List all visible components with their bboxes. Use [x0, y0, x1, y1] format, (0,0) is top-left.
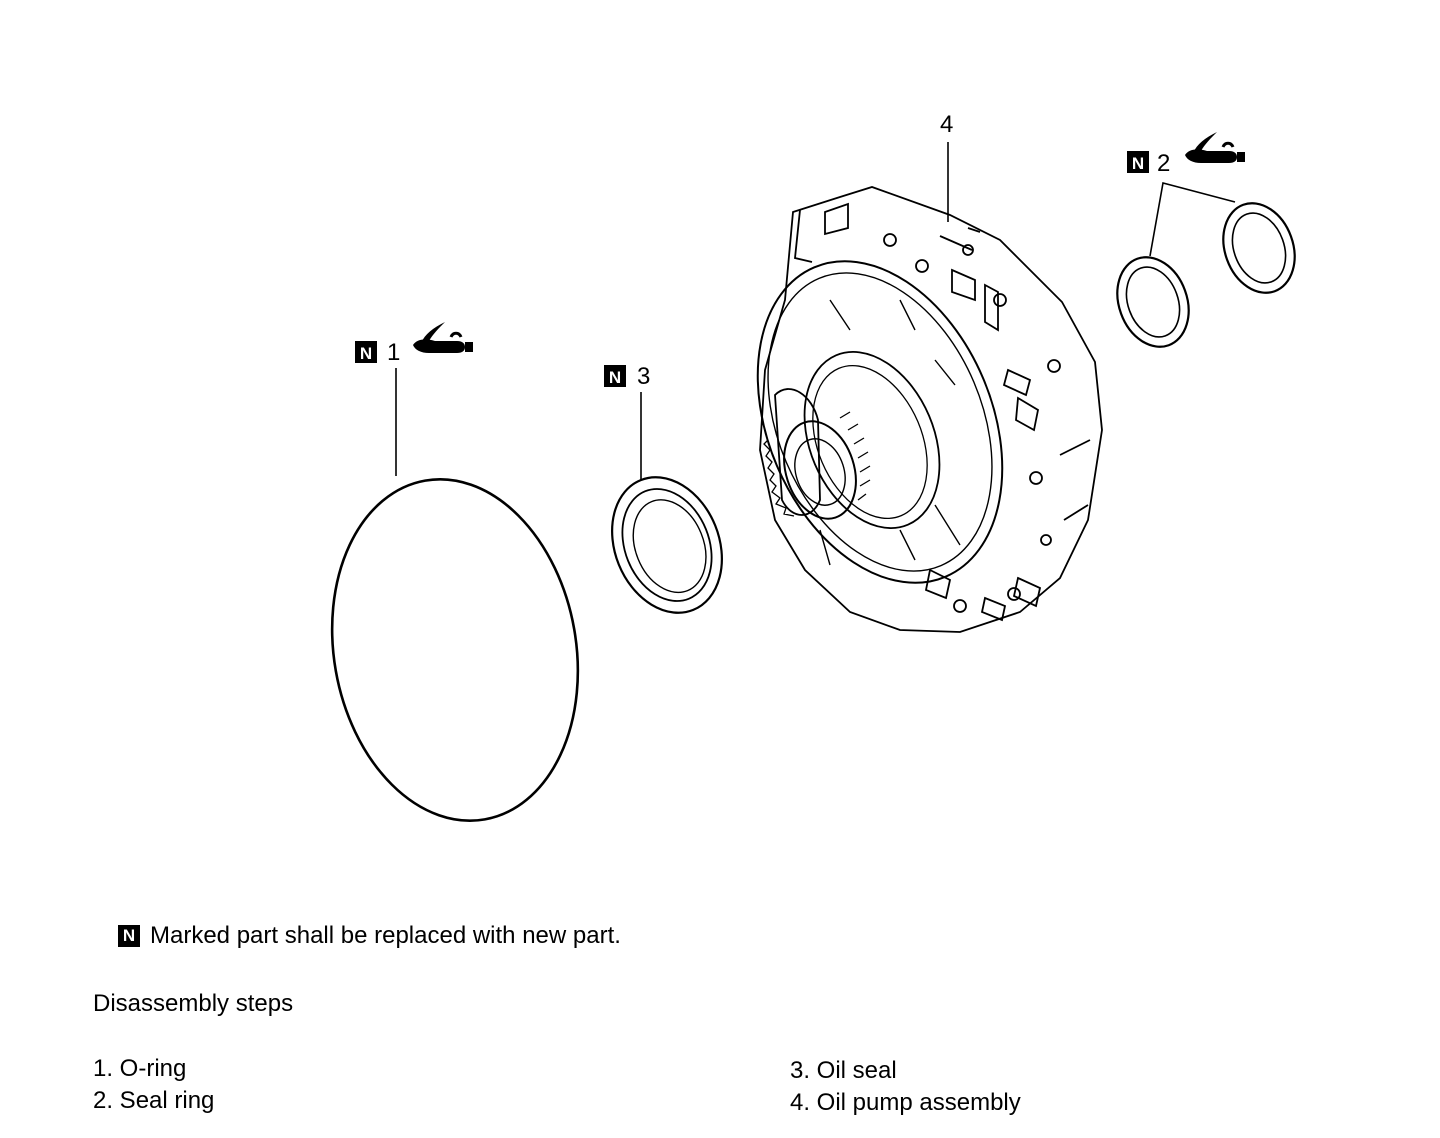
svg-text:2: 2 — [1157, 150, 1170, 177]
exploded-view-diagram: N 1 N 3 4 N 2 — [330, 111, 1296, 822]
svg-text:N: N — [609, 368, 621, 387]
oil-can-icon — [1183, 130, 1247, 165]
oil-seal — [611, 476, 723, 614]
callout-4: 4 — [940, 111, 953, 138]
svg-text:N: N — [360, 344, 372, 363]
step-item: 4. Oil pump assembly — [790, 1089, 1021, 1116]
disassembly-heading: Disassembly steps — [93, 990, 294, 1017]
o-ring — [330, 478, 580, 822]
callout-2: N 2 — [1127, 130, 1247, 177]
oil-pump-assembly — [756, 186, 1103, 633]
callout-3: N 3 — [604, 363, 650, 390]
step-item: 1. O-ring — [93, 1055, 187, 1082]
svg-text:N: N — [1132, 154, 1144, 173]
leader-line-2 — [1149, 182, 1236, 257]
replacement-legend: N Marked part shall be replaced with new… — [118, 922, 621, 950]
seal-ring — [1222, 202, 1296, 294]
callout-1: N 1 — [355, 320, 475, 366]
step-item: 3. Oil seal — [790, 1057, 897, 1084]
svg-text:3: 3 — [637, 363, 650, 390]
oil-can-icon — [411, 320, 475, 355]
new-part-marker: N — [118, 925, 140, 947]
svg-text:1: 1 — [387, 339, 400, 366]
legend-text: Marked part shall be replaced with new p… — [150, 922, 621, 949]
svg-text:4: 4 — [940, 111, 953, 138]
seal-ring — [1116, 256, 1190, 348]
step-item: 2. Seal ring — [93, 1087, 215, 1114]
